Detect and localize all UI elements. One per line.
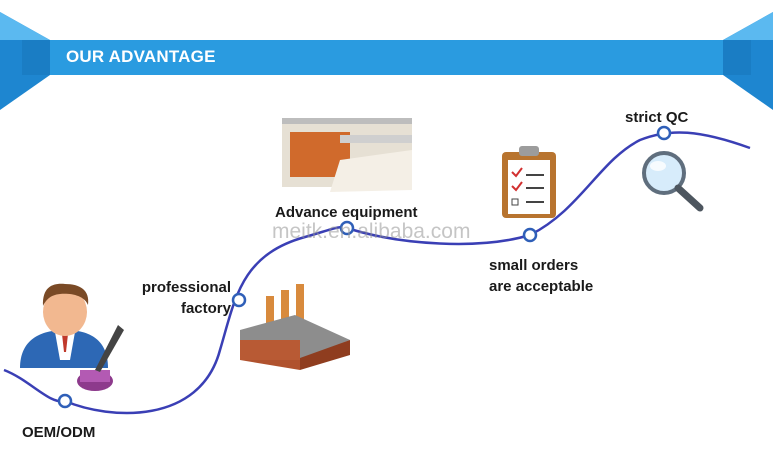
step-label-factory-line1: professional bbox=[141, 279, 231, 296]
step-label-small-orders: small orders are acceptable bbox=[489, 255, 593, 297]
person-with-pen-icon bbox=[20, 283, 124, 391]
node-qc bbox=[656, 125, 672, 141]
magnifier-icon bbox=[642, 151, 704, 212]
step-label-small-orders-line1: small orders bbox=[489, 257, 579, 274]
step-label-oem: OEM/ODM bbox=[22, 424, 96, 441]
node-small-orders bbox=[522, 227, 538, 243]
node-factory bbox=[231, 292, 247, 308]
banner-title: OUR ADVANTAGE bbox=[66, 47, 216, 66]
step-label-qc: strict QC bbox=[625, 109, 689, 126]
process-curve bbox=[3, 131, 751, 415]
banner bbox=[0, 12, 773, 110]
watermark: meitk.en.alibaba.com bbox=[272, 220, 471, 243]
step-label-small-orders-line2: are acceptable bbox=[489, 278, 594, 295]
step-label-factory: professional factory bbox=[131, 277, 231, 319]
factory-icon bbox=[240, 284, 350, 370]
clipboard-checklist-icon bbox=[502, 146, 556, 218]
step-label-factory-line2: factory bbox=[180, 300, 231, 317]
step-label-equipment: Advance equipment bbox=[275, 204, 418, 221]
machine-icon bbox=[282, 118, 412, 192]
node-equipment bbox=[339, 220, 355, 236]
node-oem bbox=[57, 393, 73, 409]
